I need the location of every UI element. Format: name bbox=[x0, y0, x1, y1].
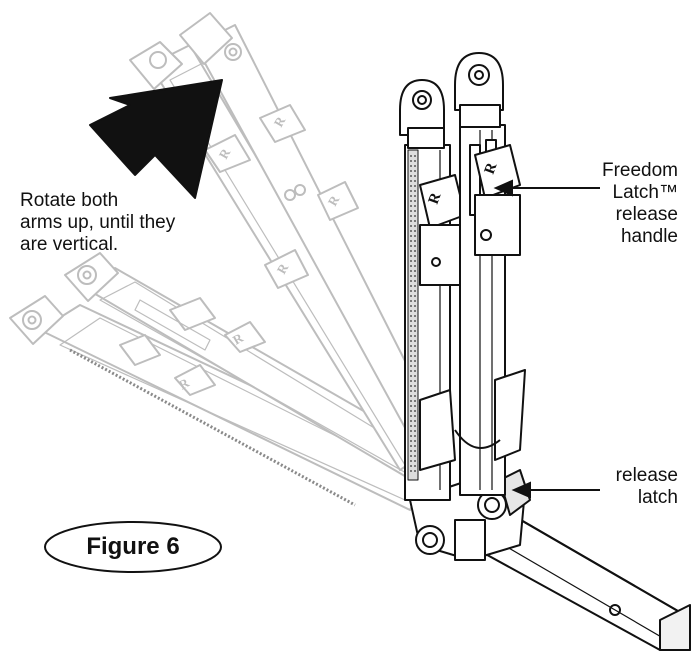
ghost-arm-lower bbox=[9, 295, 431, 511]
release-latch-callout: release latch bbox=[558, 465, 678, 509]
callout-line: handle bbox=[620, 226, 678, 247]
callout-line: release bbox=[615, 204, 678, 225]
figure-label: Figure 6 bbox=[86, 533, 180, 560]
callout-line: release bbox=[615, 465, 678, 486]
vertical-arm-right bbox=[419, 52, 526, 496]
callout-line: latch bbox=[637, 487, 678, 508]
instruction-text: Rotate both arms up, until they are vert… bbox=[20, 190, 250, 256]
logo-letter: R bbox=[482, 161, 501, 177]
ghost-arm-middle bbox=[64, 252, 441, 486]
callout-line: Latch™ bbox=[612, 182, 678, 203]
release-latch-pointer bbox=[511, 481, 600, 499]
figure-label-oval bbox=[44, 521, 222, 573]
freedom-latch-callout: Freedom Latch™ release handle bbox=[558, 160, 678, 248]
freedom-latch-pointer bbox=[493, 179, 600, 197]
instruction-line: arms up, until they bbox=[20, 212, 176, 233]
instruction-line: Rotate both bbox=[20, 190, 119, 211]
callout-line: Freedom bbox=[601, 160, 678, 181]
rotation-arrow bbox=[89, 79, 223, 199]
ghost-arm-upper bbox=[129, 12, 446, 471]
instruction-line: are vertical. bbox=[20, 234, 119, 255]
logo-letter: R bbox=[426, 191, 445, 207]
